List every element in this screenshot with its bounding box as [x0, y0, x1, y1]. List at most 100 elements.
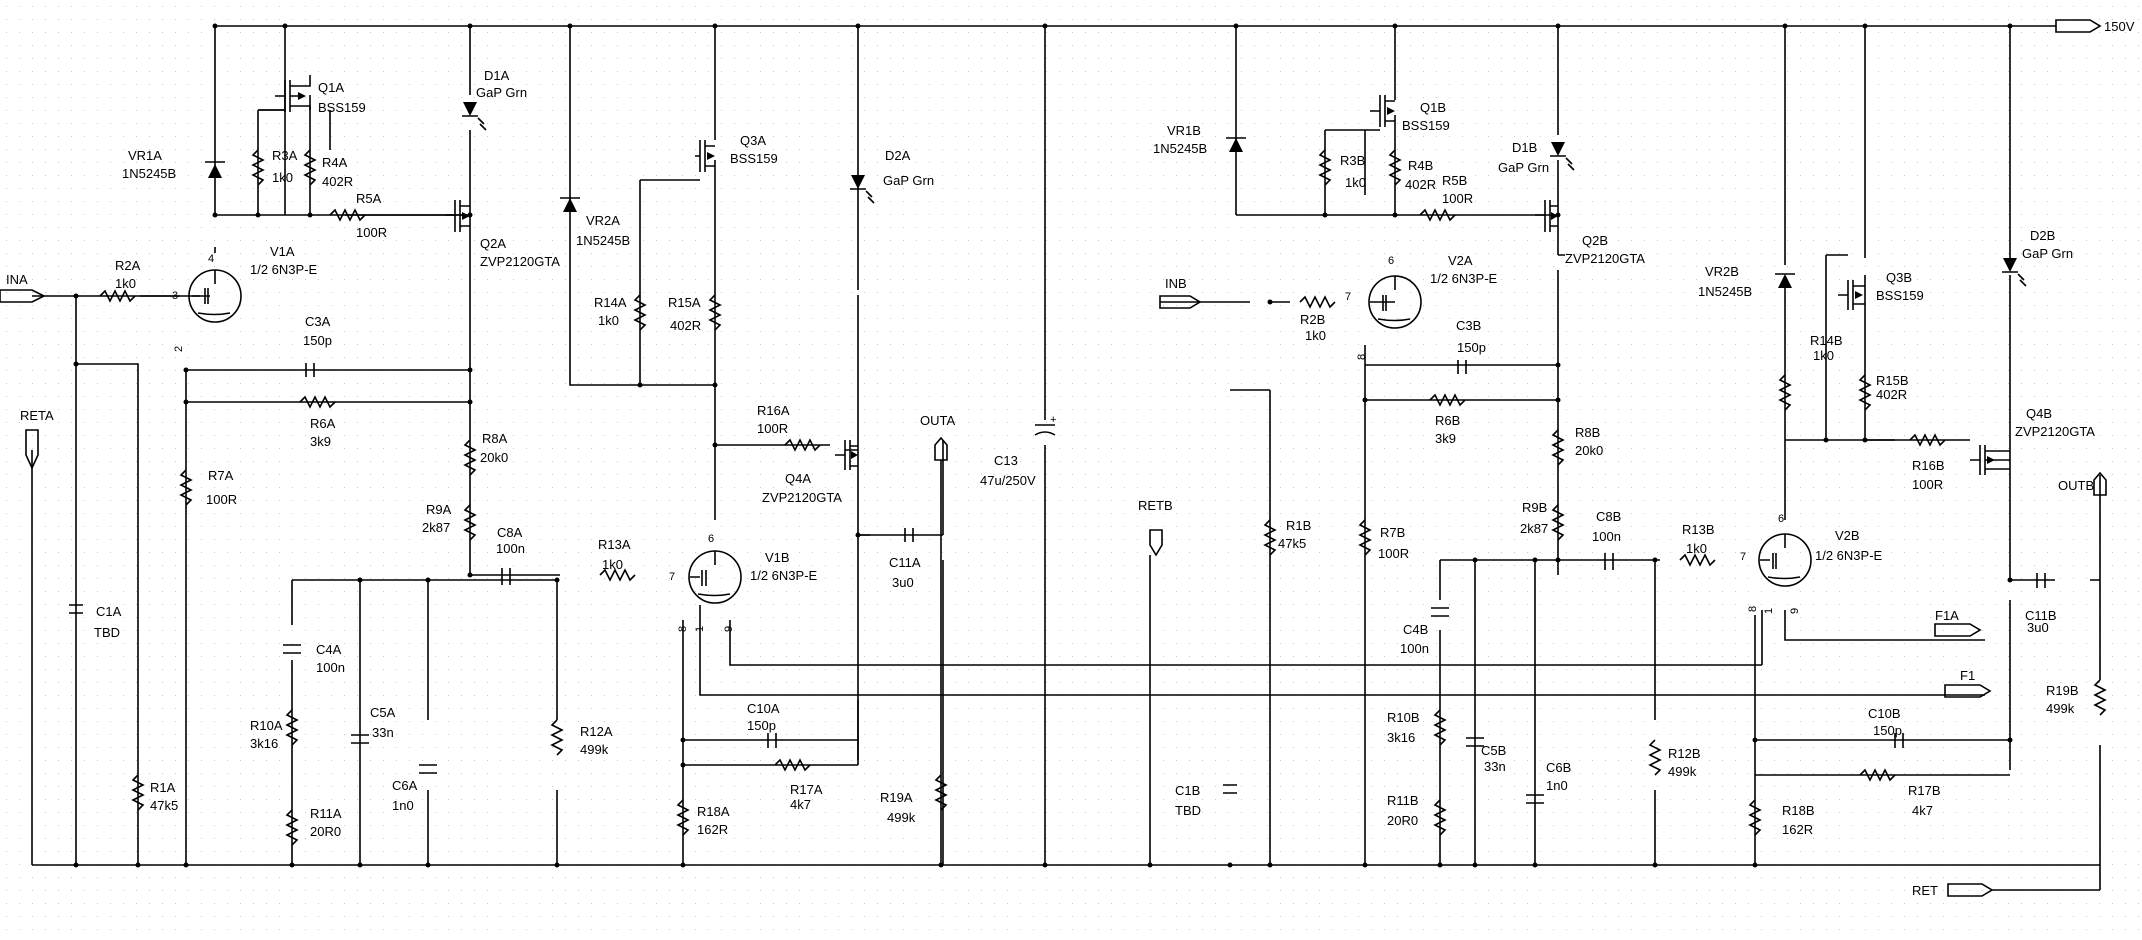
pin-v1b-grid: 7 — [669, 571, 675, 583]
resistor-r12b — [1648, 739, 1662, 776]
ref-vr2b: VR2B — [1705, 264, 1739, 279]
led-d1a — [462, 102, 487, 131]
ref-v2b: V2B — [1835, 528, 1860, 543]
ref-r17a: R17A — [790, 782, 823, 797]
ref-c10a: C10A — [747, 701, 780, 716]
value-c6b: 1n0 — [1546, 778, 1568, 793]
resistor-r7b — [1358, 519, 1372, 556]
mosfet-q3a — [695, 140, 715, 172]
pin-v2b-heater2: 9 — [1789, 608, 1801, 614]
tube-v2a — [1368, 275, 1422, 329]
resistor-r15a — [708, 294, 722, 331]
part-q1a: BSS159 — [318, 100, 366, 115]
port-label-inb: INB — [1165, 276, 1187, 291]
resistor-r5b — [1419, 208, 1456, 222]
part-q1b: BSS159 — [1402, 118, 1450, 133]
tube-v1b — [688, 550, 742, 604]
pin-v2a-anode: 6 — [1388, 255, 1394, 267]
resistor-r2b — [1299, 295, 1336, 309]
part-d1b: GaP Grn — [1498, 160, 1549, 175]
value-c10b: 150p — [1873, 723, 1902, 738]
capacitor-c6a — [419, 764, 437, 774]
resistor-r19a — [934, 774, 948, 811]
resistor-r19b — [2093, 679, 2107, 716]
pin-v1b-anode: 6 — [708, 533, 714, 545]
resistor-r4a — [303, 149, 317, 186]
value-c13: 47u/250V — [980, 473, 1036, 488]
value-r19a: 499k — [887, 810, 916, 825]
resistor-r1a — [131, 774, 145, 811]
part-d2a: GaP Grn — [883, 173, 934, 188]
ref-r19b: R19B — [2046, 683, 2079, 698]
value-r2a: 1k0 — [115, 276, 136, 291]
value-c6a: 1n0 — [392, 798, 414, 813]
value-r14b: 1k0 — [1813, 348, 1834, 363]
part-vr2b: 1N5245B — [1698, 284, 1752, 299]
ref-r9b: R9B — [1522, 500, 1547, 515]
part-v2b: 1/2 6N3P-E — [1815, 548, 1883, 563]
ref-r9a: R9A — [426, 502, 452, 517]
ref-r5b: R5B — [1442, 173, 1467, 188]
ref-c11b: C11B — [2025, 608, 2057, 623]
value-r19b: 499k — [2046, 701, 2075, 716]
value-r17a: 4k7 — [790, 797, 811, 812]
ref-r1b: R1B — [1286, 518, 1311, 533]
ref-c5a: C5A — [370, 705, 396, 720]
value-r18a: 162R — [697, 822, 728, 837]
ref-r7a: R7A — [208, 468, 234, 483]
resistor-r10a — [285, 709, 299, 746]
capacitor-c4a — [283, 644, 301, 654]
resistor-r8a — [463, 439, 477, 476]
ref-c5b: C5B — [1481, 743, 1506, 758]
ref-r3a: R3A — [272, 148, 298, 163]
capacitor-c5b — [1466, 737, 1484, 747]
ref-c6b: C6B — [1546, 760, 1571, 775]
value-r15b: 402R — [1876, 387, 1907, 402]
ref-c3a: C3A — [305, 314, 331, 329]
capacitor-c13 — [1034, 424, 1056, 436]
svg-text:+: + — [1050, 414, 1056, 426]
ref-r3b: R3B — [1340, 153, 1365, 168]
port-flag-outb — [2093, 471, 2107, 496]
part-v1b: 1/2 6N3P-E — [750, 568, 818, 583]
resistor-r16a — [784, 438, 821, 452]
ref-r4b: R4B — [1408, 158, 1433, 173]
capacitor-c10a — [767, 733, 777, 748]
ref-c4a: C4A — [316, 642, 342, 657]
resistor-r14a — [633, 294, 647, 331]
value-r3a: 1k0 — [272, 170, 293, 185]
value-r11a: 20R0 — [310, 824, 341, 839]
ref-c13: C13 — [994, 453, 1018, 468]
resistor-r10b — [1433, 709, 1447, 746]
ref-r6a: R6A — [310, 416, 336, 431]
resistor-r11b — [1433, 799, 1447, 836]
value-r13a: 1k0 — [602, 557, 623, 572]
ref-d1a: D1A — [484, 68, 510, 83]
value-c1b: TBD — [1175, 803, 1201, 818]
rail-flag-150v — [2055, 19, 2102, 33]
ref-q4b: Q4B — [2026, 406, 2052, 421]
ref-c8a: C8A — [497, 525, 523, 540]
value-r4a: 402R — [322, 174, 353, 189]
value-r1b: 47k5 — [1278, 536, 1306, 551]
port-label-f1: F1 — [1960, 668, 1975, 683]
zener-vr2b — [1778, 274, 1792, 288]
part-q3b: BSS159 — [1876, 288, 1924, 303]
labels: 150V RET INA RETA OUTA INB RETB OUTB F1A… — [6, 19, 2135, 898]
port-flag-reta — [25, 429, 39, 470]
ref-r16a: R16A — [757, 403, 790, 418]
value-r2b: 1k0 — [1305, 328, 1326, 343]
ref-c8b: C8B — [1596, 509, 1621, 524]
capacitor-c11b — [2036, 573, 2046, 588]
port-label-f1a: F1A — [1935, 608, 1959, 623]
ref-v1b: V1B — [765, 550, 790, 565]
part-q4a: ZVP2120GTA — [762, 490, 842, 505]
resistor-r13b — [1679, 553, 1716, 567]
ref-r2a: R2A — [115, 258, 141, 273]
resistor-r17a — [774, 758, 811, 772]
value-r12a: 499k — [580, 742, 609, 757]
port-flag-inb — [1159, 295, 1202, 309]
pin-v1b-heater2: 9 — [723, 626, 735, 632]
ref-q1b: Q1B — [1420, 100, 1446, 115]
